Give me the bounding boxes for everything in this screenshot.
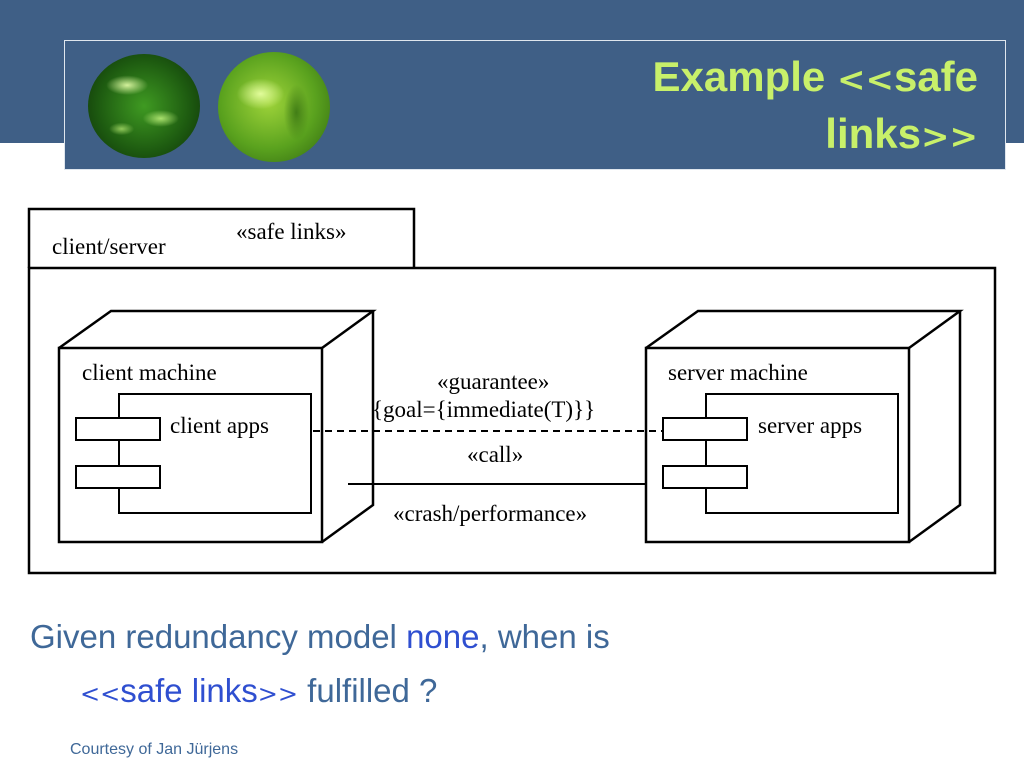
title-line-1: Example <<safe bbox=[653, 50, 978, 107]
title-word-safe: safe bbox=[893, 53, 978, 100]
green-plant-orb-icon bbox=[218, 52, 330, 162]
courtesy-credit: Courtesy of Jan Jürjens bbox=[70, 741, 239, 758]
server-component-label: server apps bbox=[758, 413, 862, 438]
client-apps-component bbox=[75, 393, 312, 514]
link-stereotype: «crash/performance» bbox=[393, 501, 587, 526]
package-name: client/server bbox=[52, 234, 166, 259]
package-tab bbox=[27, 207, 416, 268]
question-open-guillemet: << bbox=[80, 680, 121, 708]
deployment-diagram: client/server «safe links» client machin… bbox=[27, 207, 997, 575]
client-component-label: client apps bbox=[170, 413, 269, 438]
server-node-label: server machine bbox=[668, 360, 808, 385]
green-leaf-orb-icon bbox=[88, 54, 200, 158]
question-prefix: Given redundancy model bbox=[30, 618, 407, 655]
title-prefix: Example bbox=[652, 53, 837, 100]
call-label: «call» bbox=[467, 442, 523, 467]
question-line-2: <<safe links>> fulfilled ? bbox=[30, 664, 610, 721]
question-line-1: Given redundancy model none, when is bbox=[30, 610, 610, 664]
dependency-constraint: {goal={immediate(T)}} bbox=[372, 397, 595, 422]
package-body bbox=[27, 266, 997, 575]
dependency-stereotype: «guarantee» bbox=[437, 369, 549, 394]
question-suffix-1: , when is bbox=[479, 618, 610, 655]
client-machine-node bbox=[57, 309, 377, 544]
question-highlight-none: none bbox=[406, 618, 480, 655]
question-highlight-safe-links: safe links bbox=[120, 672, 258, 709]
question-close-guillemet: >> bbox=[257, 680, 298, 708]
title-word-links: links bbox=[825, 110, 922, 157]
server-machine-node bbox=[644, 309, 964, 544]
slide-title: Example <<safe links>> bbox=[653, 50, 978, 164]
question-text: Given redundancy model none, when is <<s… bbox=[30, 610, 610, 721]
title-line-2: links>> bbox=[653, 107, 978, 164]
package-stereotype: «safe links» bbox=[236, 219, 347, 244]
server-apps-component bbox=[662, 393, 899, 514]
client-node-label: client machine bbox=[82, 360, 217, 385]
title-open-guillemet: << bbox=[836, 60, 894, 100]
question-suffix-2: fulfilled ? bbox=[298, 672, 438, 709]
title-close-guillemet: >> bbox=[921, 117, 978, 157]
